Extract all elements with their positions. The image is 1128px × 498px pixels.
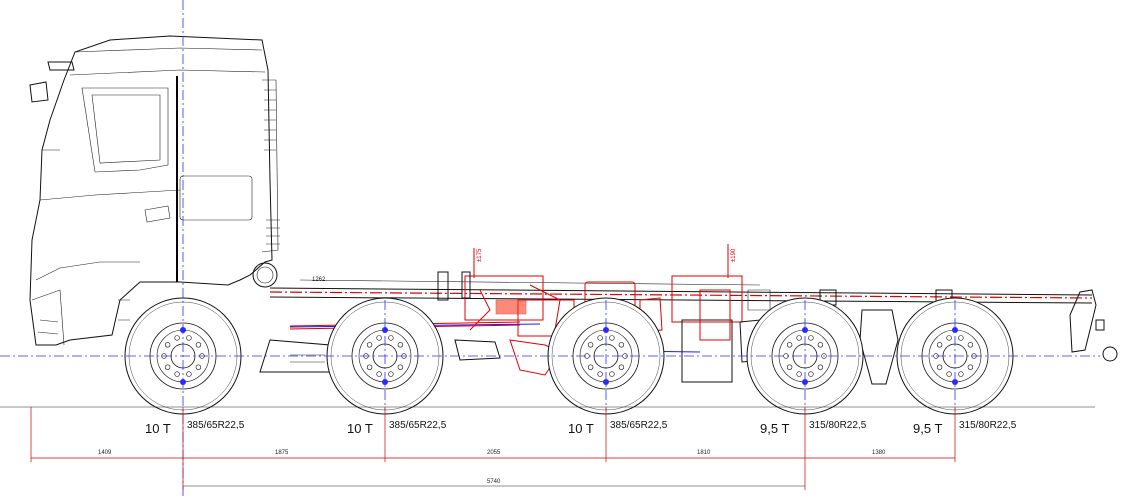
- height-annotation-b: ±190: [731, 248, 737, 262]
- axle-4-load: 9,5 T: [760, 421, 789, 436]
- axle-3-tyre: 385/65R22,5: [610, 420, 668, 431]
- dim-front-overhang: 1409: [98, 450, 112, 456]
- chassis-frame: [269, 279, 1118, 385]
- axle-labels: 10 T 385/65R22,5 10 T 385/65R22,5 10 T 3…: [145, 420, 1017, 436]
- axle-2-load: 10 T: [347, 421, 373, 436]
- height-annotation-a: ±175: [477, 248, 483, 262]
- dim-axle-2-3: 2055: [487, 450, 501, 456]
- axle-1-load: 10 T: [145, 421, 171, 436]
- dim-axle-4-5: 1380: [872, 450, 886, 456]
- frame-note: 1262: [312, 277, 326, 283]
- axle-3-load: 10 T: [568, 421, 594, 436]
- dim-axle-1-2: 1875: [275, 450, 289, 456]
- axle-5-tyre: 315/80R22,5: [959, 420, 1017, 431]
- axle-2-tyre: 385/65R22,5: [389, 420, 447, 431]
- axle-4-tyre: 315/80R22,5: [809, 420, 867, 431]
- axle-5-load: 9,5 T: [913, 421, 942, 436]
- axle-1-tyre: 385/65R22,5: [187, 420, 245, 431]
- height-annotations: ±175 ±190 1262: [312, 244, 737, 283]
- dimension-chain: 1409 1875 2055 1810 1380 5740: [30, 407, 956, 490]
- dim-axle-3-4: 1810: [697, 450, 711, 456]
- dim-total: 5740: [487, 479, 501, 485]
- truck-cab: [29, 35, 280, 346]
